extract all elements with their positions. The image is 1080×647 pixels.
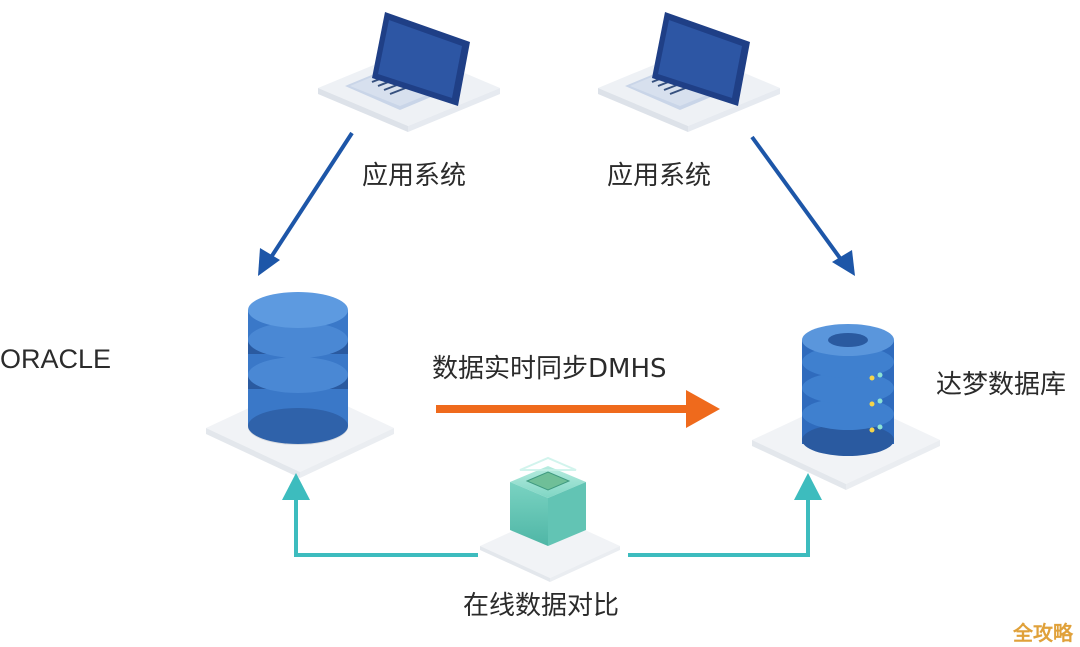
arrow-app-to-oracle: [264, 131, 354, 267]
compare-arrowhead-left: [282, 473, 310, 500]
arrowhead-oracle: [258, 248, 280, 276]
database-server-icon: [802, 324, 894, 456]
watermark: 全攻略: [1013, 621, 1073, 645]
arrow-app-to-dameng: [750, 135, 847, 267]
compare-arrow-left: [294, 500, 478, 557]
app-system-label-left: 应用系统: [362, 161, 467, 191]
app-system-label-right: 应用系统: [607, 161, 712, 191]
compare-label: 在线数据对比: [463, 591, 620, 621]
oracle-label: ORACLE: [0, 344, 112, 374]
sync-label: 数据实时同步DMHS: [432, 354, 667, 384]
sync-arrowhead: [686, 390, 720, 428]
database-icon: [248, 292, 348, 445]
arrowhead-dameng: [832, 250, 855, 276]
laptop-icon: [318, 12, 500, 132]
laptop-icon: [598, 12, 780, 132]
compare-arrow-right: [628, 500, 810, 557]
dameng-label: 达梦数据库: [936, 370, 1067, 400]
compare-box-icon: [510, 456, 586, 546]
compare-arrowhead-right: [794, 473, 822, 500]
